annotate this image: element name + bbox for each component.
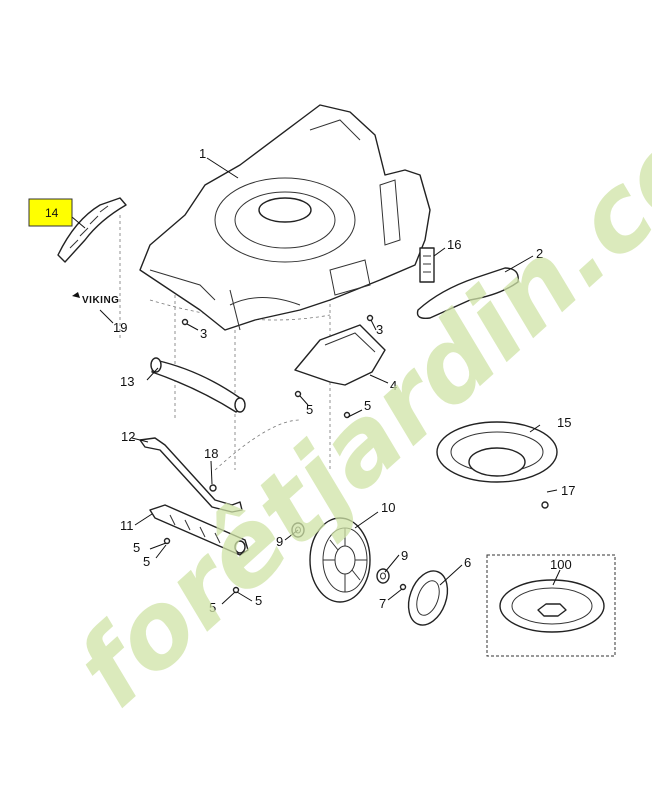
label-part-3: 3 (200, 326, 207, 341)
label-part-14-highlight: 14 (28, 198, 73, 227)
label-part-5b: 5 (364, 398, 371, 413)
part-12-axle (139, 437, 243, 513)
label-part-16: 16 (447, 237, 461, 252)
part-10-wheel (309, 517, 371, 603)
label-part-12: 12 (121, 429, 135, 444)
label-part-5d: 5 (143, 554, 150, 569)
label-part-3b: 3 (376, 322, 383, 337)
label-part-17: 17 (561, 483, 575, 498)
label-part-1: 1 (199, 146, 206, 161)
viking-logo-text: VIKING (82, 295, 119, 306)
label-part-9a: 9 (276, 534, 283, 549)
part-6-hubcap (407, 570, 449, 626)
part-2-cover (416, 267, 519, 320)
label-part-15: 15 (557, 415, 571, 430)
label-part-5c: 5 (133, 540, 140, 555)
label-part-7: 7 (379, 596, 386, 611)
part-4-deflector (294, 324, 386, 386)
label-part-11: 11 (120, 518, 134, 533)
label-part-10: 10 (381, 500, 395, 515)
part-9-washer-b (376, 568, 390, 584)
part-14-strip (57, 197, 127, 263)
part-labels: 1 2 3 3 4 5 5 5 5 5 5 6 7 9 9 10 11 12 1… (113, 146, 575, 615)
screws (163, 314, 549, 594)
deck-housing (139, 104, 431, 331)
label-part-19: 19 (113, 320, 127, 335)
highlight-box (28, 198, 73, 227)
part-11-bracket (149, 504, 249, 556)
label-part-14: 14 (45, 206, 59, 220)
label-part-18: 18 (204, 446, 218, 461)
part-100-kit (486, 554, 616, 657)
part-15-disc (436, 421, 558, 483)
viking-logo: VIKING (72, 292, 119, 306)
part-16-label-sticker (419, 247, 435, 283)
label-part-6: 6 (464, 555, 471, 570)
label-part-100: 100 (550, 557, 572, 572)
label-part-2: 2 (536, 246, 543, 261)
label-part-4: 4 (390, 378, 397, 393)
label-part-9b: 9 (401, 548, 408, 563)
label-part-5f: 5 (255, 593, 262, 608)
part-18-pin (209, 484, 217, 492)
part-13-roller (150, 357, 246, 413)
label-part-5e: 5 (209, 600, 216, 615)
label-part-5a: 5 (306, 402, 313, 417)
label-part-13: 13 (120, 374, 134, 389)
leader-lines (71, 157, 561, 605)
